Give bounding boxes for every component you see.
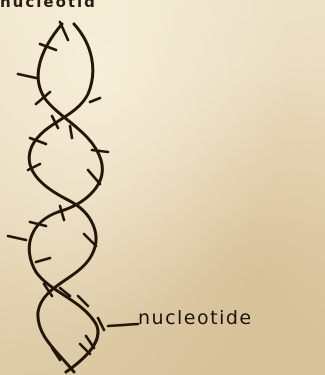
tick (36, 258, 50, 262)
tick (90, 98, 100, 102)
label-pointer-line (108, 324, 138, 326)
tick (92, 150, 108, 152)
tick (80, 344, 90, 354)
tick (70, 126, 72, 138)
tick (60, 206, 64, 220)
tick (84, 234, 96, 246)
tick (88, 170, 100, 184)
nucleotide-label: nucleotide (138, 307, 253, 329)
tick (86, 336, 94, 348)
tick (18, 74, 36, 78)
tick (8, 236, 26, 240)
tick (60, 22, 68, 40)
